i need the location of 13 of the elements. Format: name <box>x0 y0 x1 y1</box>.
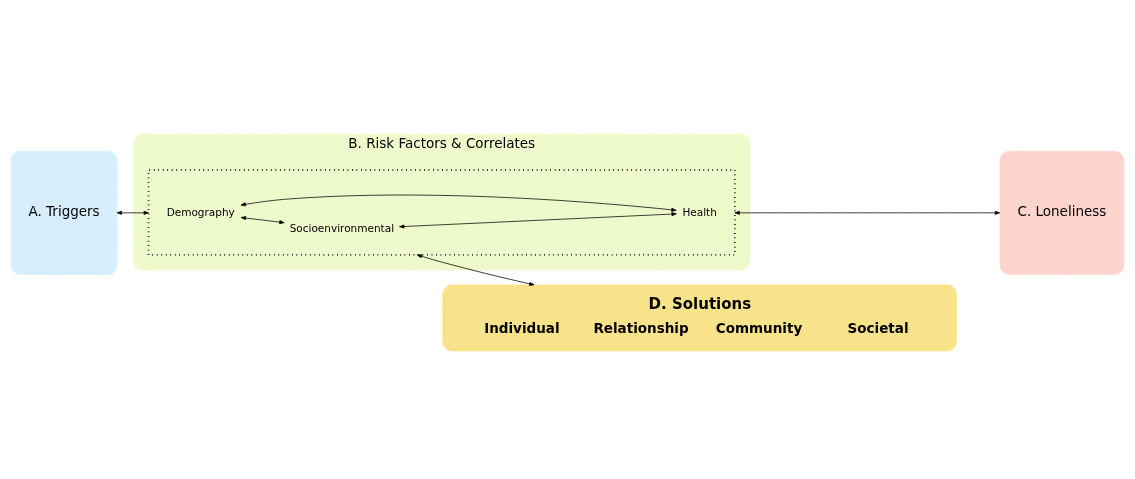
cluster <box>147 169 736 256</box>
arrow <box>399 212 677 229</box>
arrow <box>416 254 535 286</box>
node-box: A. Triggers <box>10 150 118 275</box>
node-box: C. Loneliness <box>999 150 1125 275</box>
arrow <box>116 210 149 215</box>
node-text: Socioenvironmental <box>289 222 395 235</box>
arrow <box>734 210 1001 215</box>
arrow <box>240 216 285 225</box>
node-text: Demography <box>166 205 235 218</box>
node-text: Health <box>682 205 717 218</box>
node-box: D. Solutions Individual Relationship Community Societal <box>442 284 957 352</box>
arrow <box>240 194 677 212</box>
